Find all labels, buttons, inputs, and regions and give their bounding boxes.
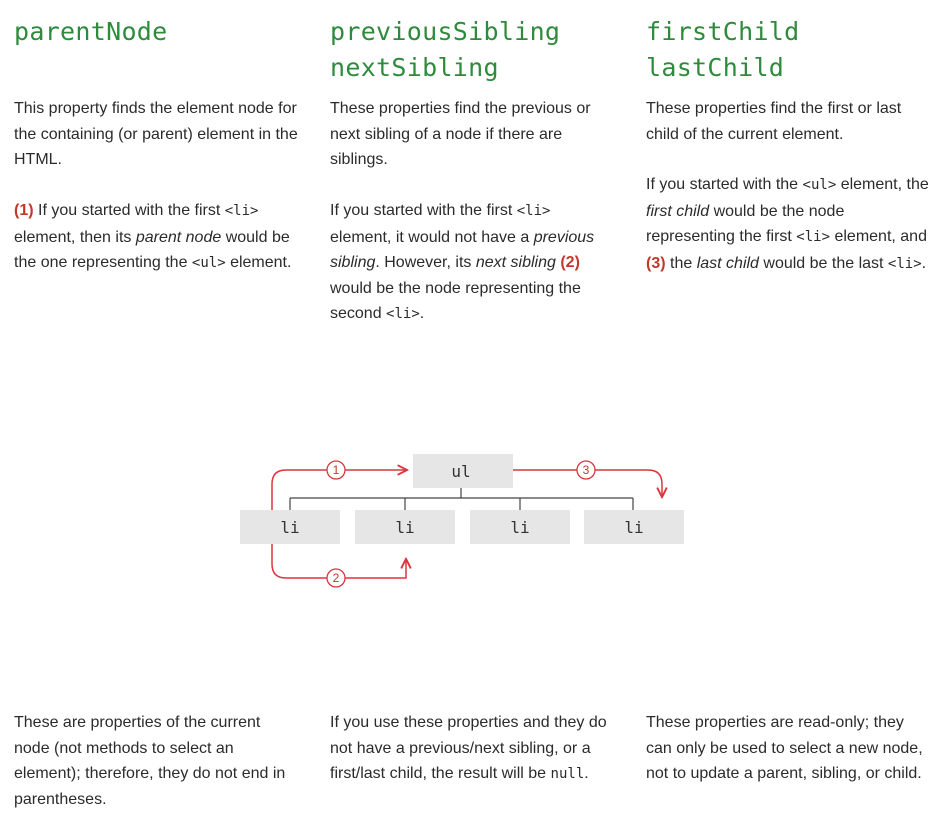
description-text: These properties find the first or last … <box>646 100 902 143</box>
text-run: element, the <box>836 176 929 193</box>
footnote-text: These properties are read-only; they can… <box>646 714 923 782</box>
text-run: If you started with the first <box>330 202 517 219</box>
text-run: . <box>921 254 927 272</box>
emphasis: last child <box>696 254 759 272</box>
node-box <box>470 510 570 544</box>
heading-line: previousSibling <box>330 17 561 46</box>
text-run: would be the node representing the first <box>646 202 845 246</box>
node-box <box>240 510 340 544</box>
dom-tree-diagram: ul li li li li 1 2 3 <box>240 454 684 588</box>
node-label: li <box>395 518 414 537</box>
heading-line: firstChild <box>646 17 800 46</box>
example-text: (1) If you started with the first <li> e… <box>14 198 299 277</box>
description-text: These properties find the previous or ne… <box>330 100 591 168</box>
heading-parentnode: parentNode <box>14 14 168 50</box>
node-label: li <box>280 518 299 537</box>
node-li-3: li <box>470 510 570 544</box>
node-label: ul <box>451 462 470 481</box>
footnote-col3: These properties are read-only; they can… <box>646 710 931 787</box>
marker-circle <box>576 460 596 480</box>
footnote-text: These are properties of the current node… <box>14 714 286 808</box>
text-run: . <box>419 305 425 322</box>
marker-1: 1 <box>326 460 346 480</box>
footnote-col2: If you use these properties and they do … <box>330 710 615 788</box>
text-run: would be the one representing the <box>14 228 290 272</box>
heading-siblings: previousSibling nextSibling <box>330 14 560 86</box>
node-label: li <box>510 518 529 537</box>
marker-3: 3 <box>576 460 596 480</box>
node-li-1: li <box>240 510 340 544</box>
footnote-col1: These are properties of the current node… <box>14 710 299 812</box>
example-text: If you started with the first <li> eleme… <box>330 198 615 328</box>
example-children: If you started with the <ul> element, th… <box>646 172 931 277</box>
text-run: element. <box>225 254 292 271</box>
node-box <box>355 510 455 544</box>
marker-circle <box>326 568 346 588</box>
text-run: would be the node representing the secon… <box>330 279 581 323</box>
code-li: <li> <box>386 306 420 322</box>
text-run: If you started with the <box>646 176 803 193</box>
arrow-nextsibling <box>271 544 406 579</box>
text-run: . <box>584 765 589 782</box>
heading-line: nextSibling <box>330 53 499 82</box>
example-siblings: If you started with the first <li> eleme… <box>330 198 615 328</box>
text-run: the <box>665 254 697 272</box>
description-parentnode: This property finds the element node for… <box>14 96 299 173</box>
code-ul: <ul> <box>191 255 226 271</box>
code-li: <li> <box>516 203 551 219</box>
node-box <box>413 454 513 488</box>
node-li-2: li <box>355 510 455 544</box>
marker-1-ref: (1) <box>14 202 34 219</box>
emphasis: parent node <box>135 228 222 246</box>
code-null: null <box>550 766 585 782</box>
node-box <box>584 510 684 544</box>
text-run: would be the last <box>758 254 888 272</box>
code-li: <li> <box>224 203 259 219</box>
marker-label: 1 <box>333 463 340 477</box>
emphasis: next sibling <box>475 254 556 271</box>
description-siblings: These properties find the previous or ne… <box>330 96 615 173</box>
text-run: . However, its <box>375 254 476 271</box>
code-li: <li> <box>796 229 831 245</box>
emphasis: previous sibling <box>330 228 595 272</box>
emphasis: first child <box>646 202 710 220</box>
text-run: If you use these properties and they do … <box>330 714 607 782</box>
heading-line: lastChild <box>646 53 785 82</box>
marker-label: 3 <box>583 463 590 477</box>
heading-line: parentNode <box>14 17 168 46</box>
marker-circle <box>326 460 346 480</box>
marker-label: 2 <box>333 571 340 585</box>
text-run: If you started with the first <box>33 202 225 219</box>
arrow-parentnode <box>271 470 406 512</box>
text-run: element, and <box>830 228 927 245</box>
code-ul: <ul> <box>802 177 837 193</box>
arrow-lastchild <box>512 469 662 496</box>
text-run: element, then its <box>14 228 136 246</box>
marker-2-ref: (2) <box>560 254 580 271</box>
code-li: <li> <box>887 255 922 272</box>
heading-children: firstChild lastChild <box>646 14 800 86</box>
node-label: li <box>624 518 643 537</box>
node-li-4: li <box>584 510 684 544</box>
description-children: These properties find the first or last … <box>646 96 931 147</box>
description-text: This property finds the element node for… <box>14 100 298 168</box>
text-run: element, it would not have a <box>330 228 534 246</box>
example-text: If you started with the <ul> element, th… <box>646 172 931 277</box>
example-parentnode: (1) If you started with the first <li> e… <box>14 198 299 277</box>
marker-3-ref: (3) <box>646 254 666 272</box>
node-ul: ul <box>413 454 513 488</box>
marker-2: 2 <box>326 568 346 588</box>
footnote-text: If you use these properties and they do … <box>330 710 615 788</box>
